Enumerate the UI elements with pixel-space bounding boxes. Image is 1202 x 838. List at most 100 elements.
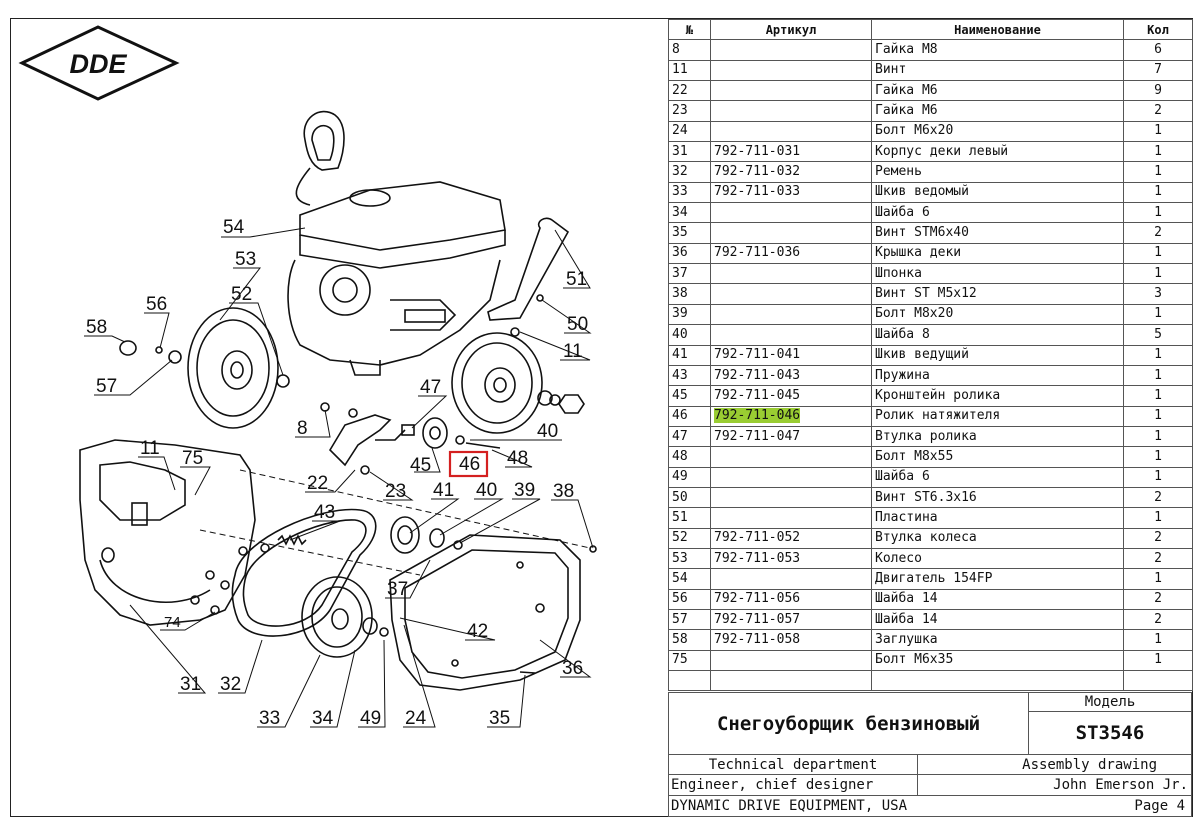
cell-qty: 2 bbox=[1123, 588, 1193, 610]
cell-number-text: 41 bbox=[672, 347, 688, 363]
cell-number-text: 75 bbox=[672, 652, 688, 668]
cell-qty-text: 2 bbox=[1154, 530, 1162, 546]
model-label: Модель bbox=[1084, 694, 1136, 710]
cell-name: Втулка колеса bbox=[871, 527, 1124, 549]
cell-name-text: Двигатель 154FP bbox=[875, 570, 993, 586]
cell-number-text: 51 bbox=[672, 509, 688, 525]
cell-number: 53 bbox=[668, 547, 711, 570]
callout-47: 47 bbox=[420, 377, 441, 398]
cell-qty-text: 1 bbox=[1154, 347, 1162, 363]
cell-name: Кронштейн ролика bbox=[871, 385, 1124, 407]
cell-number: 22 bbox=[668, 80, 711, 102]
cell-qty bbox=[1123, 669, 1193, 692]
callout-74: 74 bbox=[164, 614, 181, 631]
cell-number: 58 bbox=[668, 629, 711, 651]
cell-name-text: Шкив ведомый bbox=[875, 184, 969, 200]
cell-qty-text: 2 bbox=[1154, 103, 1162, 119]
cell-article-text: 792-711-056 bbox=[714, 591, 801, 607]
cell-number: 38 bbox=[668, 283, 711, 305]
cell-number-text: 22 bbox=[672, 82, 688, 98]
cell-article: 792-711-041 bbox=[710, 344, 872, 366]
cell-number-text: 39 bbox=[672, 306, 688, 322]
callout-35: 35 bbox=[489, 708, 510, 729]
cell-number: 34 bbox=[668, 202, 711, 224]
cell-article-text: 792-711-052 bbox=[714, 530, 801, 546]
cell-name-text: Гайка M6 bbox=[875, 82, 938, 98]
drawing-sheet bbox=[10, 18, 1193, 817]
callout-51: 51 bbox=[566, 269, 587, 290]
cell-name: Шайба 14 bbox=[871, 588, 1124, 610]
header-name: Наименование bbox=[871, 18, 1124, 41]
cell-number-text: 23 bbox=[672, 103, 688, 119]
cell-article bbox=[710, 59, 872, 82]
cell-name: Шайба 14 bbox=[871, 608, 1124, 631]
cell-article bbox=[710, 303, 872, 326]
cell-number: 52 bbox=[668, 527, 711, 549]
cell-qty: 1 bbox=[1123, 161, 1193, 183]
cell-name: Винт ST6.3x16 bbox=[871, 486, 1124, 509]
callout-8: 8 bbox=[297, 418, 308, 439]
cell-article: 792-711-045 bbox=[710, 385, 872, 407]
cell-number-text: 49 bbox=[672, 469, 688, 485]
cell-number-text: 46 bbox=[672, 408, 688, 424]
header-article: Артикул bbox=[710, 18, 872, 41]
cell-qty-text: 1 bbox=[1154, 367, 1162, 383]
cell-number-text: 31 bbox=[672, 143, 688, 159]
cell-number: 48 bbox=[668, 446, 711, 468]
cell-name-text: Болт M8x55 bbox=[875, 448, 954, 464]
cell-qty-text: 1 bbox=[1154, 469, 1162, 485]
cell-number: 39 bbox=[668, 303, 711, 326]
callout-48: 48 bbox=[507, 448, 528, 469]
cell-name: Ролик натяжителя bbox=[871, 405, 1124, 427]
cell-number-text: 33 bbox=[672, 184, 688, 200]
cell-number-text: 32 bbox=[672, 164, 688, 180]
cell-qty: 9 bbox=[1123, 80, 1193, 102]
cell-number-text: 35 bbox=[672, 225, 688, 241]
callout-labels: 54 53 52 56 58 57 51 50 11 47 8 40 45 46… bbox=[86, 217, 588, 729]
cell-qty: 1 bbox=[1123, 385, 1193, 407]
cell-article bbox=[710, 669, 872, 692]
callout-41: 41 bbox=[433, 480, 454, 501]
cell-name-text: Гайка M6 bbox=[875, 103, 938, 119]
cell-name-text: Заглушка bbox=[875, 631, 938, 647]
cell-name-text: Шкив ведущий bbox=[875, 347, 969, 363]
cell-article bbox=[710, 324, 872, 346]
cell-qty-text: 9 bbox=[1154, 82, 1162, 98]
cell-number bbox=[668, 669, 711, 692]
page-number: Page 4 bbox=[1134, 798, 1185, 814]
cell-name: Крышка деки bbox=[871, 242, 1124, 265]
cell-name: Шайба 6 bbox=[871, 202, 1124, 224]
cell-qty-text: 1 bbox=[1154, 570, 1162, 586]
cell-name-text: Кронштейн ролика bbox=[875, 387, 1001, 403]
cell-article: 792-711-033 bbox=[710, 181, 872, 204]
cell-number-text: 57 bbox=[672, 611, 688, 627]
cell-name-text: Болт M8x20 bbox=[875, 306, 954, 322]
cell-name-text: Пружина bbox=[875, 367, 930, 383]
cell-article bbox=[710, 202, 872, 224]
cell-number: 23 bbox=[668, 100, 711, 122]
cell-qty-text: 1 bbox=[1154, 265, 1162, 281]
callout-56: 56 bbox=[146, 294, 167, 315]
cell-number: 31 bbox=[668, 141, 711, 163]
cell-number: 50 bbox=[668, 486, 711, 509]
cell-qty-text: 1 bbox=[1154, 652, 1162, 668]
callout-31: 31 bbox=[180, 674, 201, 695]
cell-name-text: Колесо bbox=[875, 550, 922, 566]
callout-23: 23 bbox=[385, 481, 406, 502]
cell-number-text: 37 bbox=[672, 265, 688, 281]
cell-qty: 1 bbox=[1123, 242, 1193, 265]
cell-article-text: 792-711-047 bbox=[714, 428, 801, 444]
drawing-type: Assembly drawing bbox=[1022, 756, 1157, 773]
cell-name: Шкив ведомый bbox=[871, 181, 1124, 204]
